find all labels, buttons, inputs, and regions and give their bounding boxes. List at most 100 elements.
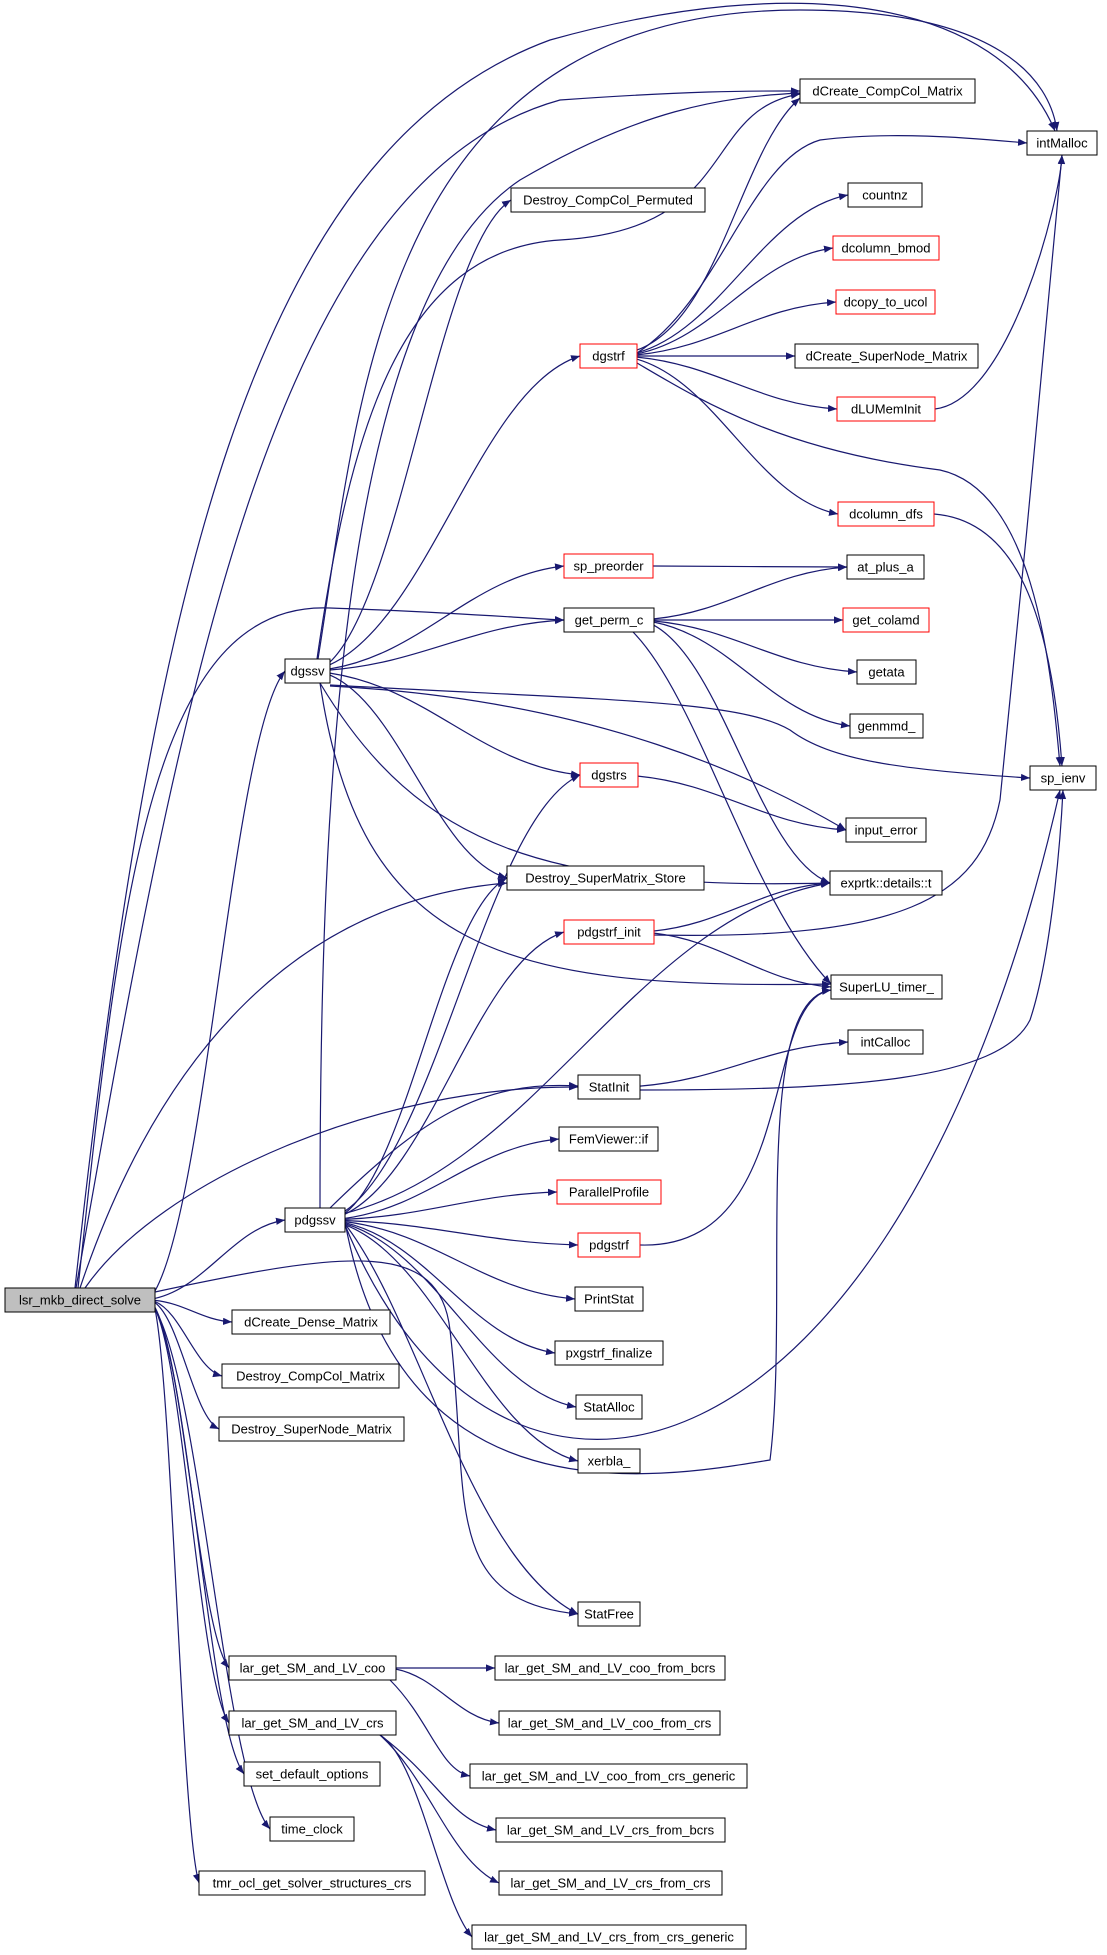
node-exprtk-details-t[interactable]: exprtk::details::t bbox=[829, 870, 943, 896]
node-lar-crs-from-bcrs[interactable]: lar_get_SM_and_LV_crs_from_bcrs bbox=[495, 1817, 726, 1843]
node-box[interactable] bbox=[799, 78, 976, 104]
node-box[interactable] bbox=[832, 235, 940, 261]
node-box[interactable] bbox=[218, 1416, 405, 1442]
node-box[interactable] bbox=[794, 343, 979, 369]
node-box[interactable] bbox=[829, 870, 943, 896]
node-countnz[interactable]: countnz bbox=[847, 182, 923, 208]
node-box[interactable] bbox=[198, 1870, 426, 1896]
node-box[interactable] bbox=[837, 501, 935, 527]
node-dlumeminit[interactable]: dLUMemInit bbox=[836, 396, 936, 422]
node-box[interactable] bbox=[495, 1817, 726, 1843]
node-box[interactable] bbox=[856, 659, 917, 685]
node-dcopy-to-ucol[interactable]: dcopy_to_ucol bbox=[835, 289, 936, 315]
node-statfree[interactable]: StatFree bbox=[577, 1601, 641, 1627]
node-box[interactable] bbox=[228, 1655, 397, 1681]
node-intcalloc[interactable]: intCalloc bbox=[847, 1029, 924, 1055]
node-pdgssv[interactable]: pdgssv bbox=[284, 1207, 346, 1233]
node-box[interactable] bbox=[243, 1761, 381, 1787]
node-box[interactable] bbox=[836, 396, 936, 422]
node-lar-crs-from-crs[interactable]: lar_get_SM_and_LV_crs_from_crs bbox=[498, 1870, 723, 1896]
node-printstat[interactable]: PrintStat bbox=[574, 1286, 644, 1312]
node-box[interactable] bbox=[577, 1601, 641, 1627]
node-box[interactable] bbox=[846, 554, 925, 580]
node-box[interactable] bbox=[842, 607, 930, 633]
node-box[interactable] bbox=[510, 187, 706, 213]
node-destroy-supernode-matrix[interactable]: Destroy_SuperNode_Matrix bbox=[218, 1416, 405, 1442]
node-destroy-compcol-permuted[interactable]: Destroy_CompCol_Permuted bbox=[510, 187, 706, 213]
node-box[interactable] bbox=[556, 1179, 662, 1205]
node-dcreate-dense-matrix[interactable]: dCreate_Dense_Matrix bbox=[231, 1309, 391, 1335]
node-statalloc[interactable]: StatAlloc bbox=[575, 1394, 643, 1420]
node-box[interactable] bbox=[574, 1286, 644, 1312]
node-time-clock[interactable]: time_clock bbox=[269, 1816, 355, 1842]
node-box[interactable] bbox=[579, 343, 638, 369]
node-box[interactable] bbox=[847, 1029, 924, 1055]
node-box[interactable] bbox=[471, 1924, 747, 1950]
node-box[interactable] bbox=[469, 1763, 748, 1789]
node-box[interactable] bbox=[284, 658, 331, 684]
node-intmalloc[interactable]: intMalloc bbox=[1026, 130, 1098, 156]
node-box[interactable] bbox=[845, 817, 927, 843]
node-lar-coo-from-crs[interactable]: lar_get_SM_and_LV_coo_from_crs bbox=[498, 1710, 721, 1736]
node-lar-get-sm-and-lv-coo[interactable]: lar_get_SM_and_LV_coo bbox=[228, 1655, 397, 1681]
node-get-colamd[interactable]: get_colamd bbox=[842, 607, 930, 633]
node-box[interactable] bbox=[847, 182, 923, 208]
node-dcreate-compcol-matrix[interactable]: dCreate_CompCol_Matrix bbox=[799, 78, 976, 104]
node-input-error[interactable]: input_error bbox=[845, 817, 927, 843]
node-box[interactable] bbox=[579, 762, 639, 788]
node-pxgstrf-finalize[interactable]: pxgstrf_finalize bbox=[554, 1340, 664, 1366]
node-box[interactable] bbox=[830, 974, 943, 1000]
node-box[interactable] bbox=[577, 1448, 641, 1474]
node-box[interactable] bbox=[554, 1340, 664, 1366]
node-xerbla-[interactable]: xerbla_ bbox=[577, 1448, 641, 1474]
node-box[interactable] bbox=[4, 1287, 156, 1313]
node-box[interactable] bbox=[1026, 130, 1098, 156]
node-genmmd-[interactable]: genmmd_ bbox=[849, 713, 924, 739]
node-lar-coo-from-bcrs[interactable]: lar_get_SM_and_LV_coo_from_bcrs bbox=[494, 1655, 726, 1681]
node-dgstrs[interactable]: dgstrs bbox=[579, 762, 639, 788]
node-dcolumn-bmod[interactable]: dcolumn_bmod bbox=[832, 235, 940, 261]
node-box[interactable] bbox=[575, 1394, 643, 1420]
node-box[interactable] bbox=[835, 289, 936, 315]
node-box[interactable] bbox=[849, 713, 924, 739]
node-tmr-ocl-get-solver-structures-crs[interactable]: tmr_ocl_get_solver_structures_crs bbox=[198, 1870, 426, 1896]
node-lar-coo-from-crs-generic[interactable]: lar_get_SM_and_LV_coo_from_crs_generic bbox=[469, 1763, 748, 1789]
node-box[interactable] bbox=[231, 1309, 391, 1335]
node-destroy-supermatrix-store[interactable]: Destroy_SuperMatrix_Store bbox=[506, 865, 705, 891]
node-at-plus-a[interactable]: at_plus_a bbox=[846, 554, 925, 580]
node-lar-get-sm-and-lv-crs[interactable]: lar_get_SM_and_LV_crs bbox=[228, 1710, 397, 1736]
node-parallelprofile[interactable]: ParallelProfile bbox=[556, 1179, 662, 1205]
node-box[interactable] bbox=[577, 1074, 641, 1100]
node-femviewer-if[interactable]: FemViewer::if bbox=[558, 1126, 659, 1152]
node-box[interactable] bbox=[494, 1655, 726, 1681]
node-dcolumn-dfs[interactable]: dcolumn_dfs bbox=[837, 501, 935, 527]
node-box[interactable] bbox=[506, 865, 705, 891]
node-box[interactable] bbox=[563, 919, 655, 945]
node-dgstrf[interactable]: dgstrf bbox=[579, 343, 638, 369]
node-box[interactable] bbox=[563, 607, 655, 633]
node-box[interactable] bbox=[284, 1207, 346, 1233]
node-dgssv[interactable]: dgssv bbox=[284, 658, 331, 684]
node-lsr-mkb-direct-solve[interactable]: lsr_mkb_direct_solve bbox=[4, 1287, 156, 1313]
node-box[interactable] bbox=[498, 1870, 723, 1896]
node-superlu-timer-[interactable]: SuperLU_timer_ bbox=[830, 974, 943, 1000]
node-get-perm-c[interactable]: get_perm_c bbox=[563, 607, 655, 633]
node-pdgstrf[interactable]: pdgstrf bbox=[577, 1232, 641, 1258]
node-dcreate-supernode-matrix[interactable]: dCreate_SuperNode_Matrix bbox=[794, 343, 979, 369]
node-box[interactable] bbox=[269, 1816, 355, 1842]
node-box[interactable] bbox=[577, 1232, 641, 1258]
node-sp-ienv[interactable]: sp_ienv bbox=[1029, 765, 1097, 791]
node-box[interactable] bbox=[563, 553, 654, 579]
node-box[interactable] bbox=[1029, 765, 1097, 791]
node-set-default-options[interactable]: set_default_options bbox=[243, 1761, 381, 1787]
node-sp-preorder[interactable]: sp_preorder bbox=[563, 553, 654, 579]
node-getata[interactable]: getata bbox=[856, 659, 917, 685]
node-statinit[interactable]: StatInit bbox=[577, 1074, 641, 1100]
node-box[interactable] bbox=[221, 1363, 400, 1389]
node-box[interactable] bbox=[498, 1710, 721, 1736]
node-box[interactable] bbox=[558, 1126, 659, 1152]
node-lar-crs-from-crs-generic[interactable]: lar_get_SM_and_LV_crs_from_crs_generic bbox=[471, 1924, 747, 1950]
node-pdgstrf-init[interactable]: pdgstrf_init bbox=[563, 919, 655, 945]
node-destroy-compcol-matrix[interactable]: Destroy_CompCol_Matrix bbox=[221, 1363, 400, 1389]
node-box[interactable] bbox=[228, 1710, 397, 1736]
